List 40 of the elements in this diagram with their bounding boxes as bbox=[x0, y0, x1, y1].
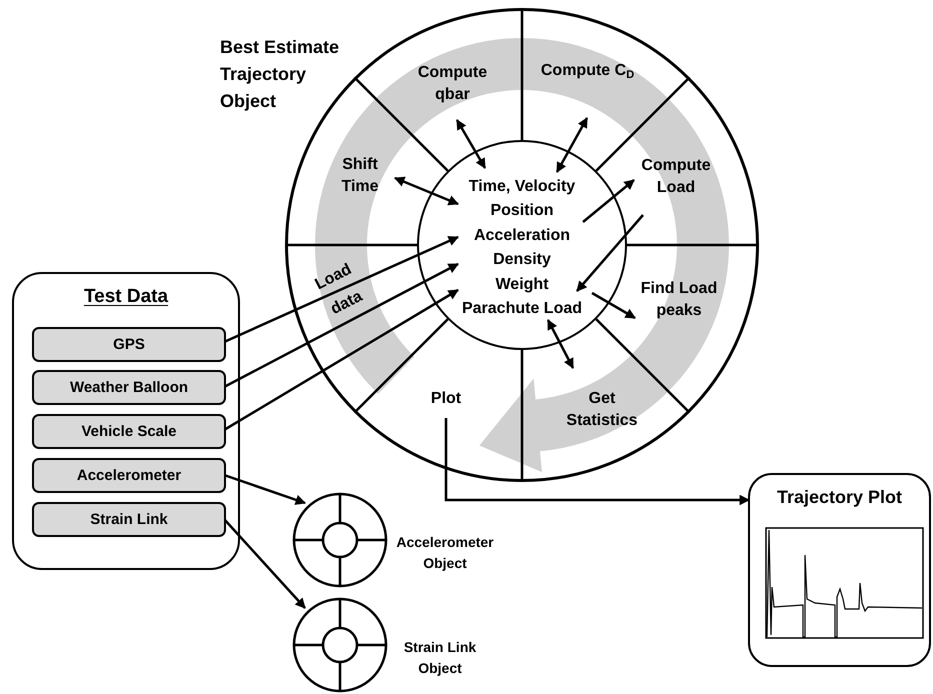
variable-name: Parachute Load bbox=[462, 299, 582, 319]
arrow bbox=[444, 418, 750, 506]
object-label: Strain Link Object bbox=[402, 638, 478, 678]
object-title: Best Estimate Trajectory Object bbox=[220, 36, 340, 113]
variable-name: Time, Velocity bbox=[468, 176, 576, 196]
step-label: Compute Load bbox=[640, 156, 712, 198]
arrow bbox=[556, 117, 588, 173]
step-label: Get Statistics bbox=[565, 389, 639, 431]
arrow bbox=[546, 319, 574, 369]
data-circle bbox=[417, 140, 627, 350]
arrow bbox=[394, 176, 459, 206]
data-group-panel bbox=[12, 272, 240, 570]
group-heading: Test Data bbox=[82, 286, 170, 308]
step-label: Find Load peaks bbox=[640, 279, 718, 321]
source-box: Accelerometer bbox=[32, 458, 226, 493]
step-label: Compute C$_{D}$ bbox=[540, 61, 634, 82]
source-box: Strain Link bbox=[32, 502, 226, 537]
variable-name: Acceleration bbox=[474, 226, 570, 246]
arrow bbox=[456, 119, 486, 169]
step-label: Shift Time bbox=[340, 155, 380, 197]
source-box: Weather Balloon bbox=[32, 370, 226, 405]
variable-name: Weight bbox=[495, 274, 549, 294]
plot-card bbox=[748, 473, 931, 667]
step-label: Compute qbar bbox=[416, 63, 488, 105]
arrow bbox=[582, 179, 635, 223]
variable-name: Position bbox=[490, 201, 554, 221]
arrow bbox=[223, 288, 459, 432]
arrow bbox=[223, 236, 459, 344]
object-label: Accelerometer Object bbox=[395, 533, 495, 573]
step-label: Load data bbox=[312, 260, 366, 320]
card-title: Trajectory Plot bbox=[776, 487, 904, 508]
step-label: Plot bbox=[430, 389, 462, 409]
arrow bbox=[224, 474, 306, 505]
variable-name: Density bbox=[493, 250, 551, 270]
arrow bbox=[591, 292, 636, 320]
arrow bbox=[223, 518, 306, 609]
source-box: Vehicle Scale bbox=[32, 414, 226, 449]
arrow bbox=[576, 214, 644, 292]
source-box: GPS bbox=[32, 327, 226, 362]
arrow bbox=[223, 262, 459, 388]
